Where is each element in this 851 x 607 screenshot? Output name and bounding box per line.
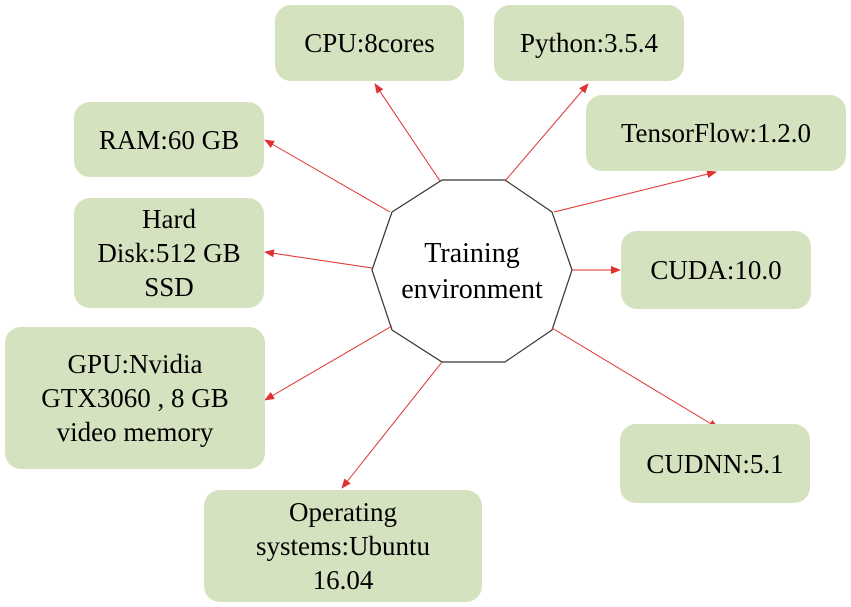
arrow-to-hard-disk: [264, 249, 373, 269]
node-os: Operating systems:Ubuntu 16.04: [204, 490, 482, 602]
arrow-to-cpu: [374, 83, 441, 182]
node-python-label: Python:3.5.4: [519, 28, 659, 58]
center-polygon: [371, 179, 573, 363]
node-cudnn-label: CUDNN:5.1: [646, 448, 784, 479]
node-gpu: GPU:Nvidia GTX3060 , 8 GB video memory: [5, 327, 265, 469]
node-hard-disk: Hard Disk:512 GB SSD: [74, 198, 264, 308]
node-gpu-label: GPU:Nvidia GTX3060 , 8 GB video memory: [41, 349, 229, 447]
node-python: Python:3.5.4: [494, 5, 684, 81]
node-hard-disk-label: Hard Disk:512 GB SSD: [97, 204, 241, 302]
node-cudnn: CUDNN:5.1: [620, 424, 810, 503]
node-tensorflow-label: TensorFlow:1.2.0: [620, 118, 812, 148]
node-cuda-label: CUDA:10.0: [650, 255, 782, 285]
node-tensorflow: TensorFlow:1.2.0: [586, 95, 846, 171]
arrow-to-tensorflow: [553, 170, 717, 213]
arrow-to-python: [504, 83, 589, 182]
node-os-label: Operating systems:Ubuntu 16.04: [255, 497, 430, 595]
node-ram: RAM:60 GB: [74, 102, 264, 177]
arrow-to-os: [341, 361, 443, 489]
arrow-to-ram: [264, 139, 391, 213]
center-label: Training environment: [401, 238, 543, 305]
node-ram-label: RAM:60 GB: [98, 124, 240, 155]
node-cuda: CUDA:10.0: [621, 231, 811, 309]
arrow-to-cudnn: [551, 327, 719, 429]
arrow-to-gpu: [264, 325, 393, 401]
node-cpu: CPU:8cores: [275, 5, 464, 81]
node-cpu-label: CPU:8cores: [304, 28, 435, 58]
